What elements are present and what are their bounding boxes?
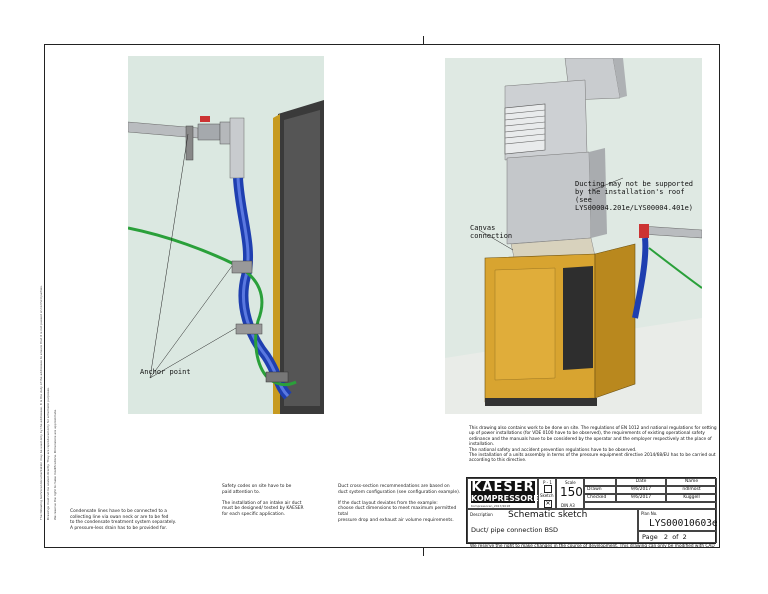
- louvre-slats: [504, 109, 546, 145]
- sheet-center-mark-top: [423, 36, 424, 44]
- pipe-bracket: [185, 125, 194, 161]
- scale-cell: Scale 150 DIN A3: [556, 478, 584, 509]
- compressor-base: [485, 398, 597, 406]
- canvas-connection-label: Canvas connection: [470, 224, 513, 240]
- logo-subtext: Kompressoren_2017/2018: [471, 504, 511, 508]
- plan-no-label: Plan No.: [641, 511, 658, 516]
- canvas-leader: [478, 229, 514, 251]
- drawn-label: Drawn: [584, 486, 616, 494]
- company-logo: KAESER KOMPRESSOREN Kompressoren_2017/20…: [467, 478, 546, 509]
- grid-spacer: [584, 502, 717, 509]
- description-cell: Description Schematic sketch Duct/ pipe …: [467, 509, 638, 543]
- bottom-connector: [265, 371, 289, 383]
- condensate-note: Condensate lines have to be connected to…: [70, 509, 177, 531]
- hose-clamp-lower: [235, 323, 263, 335]
- plan-number-cell: Plan No. LYS00010603e: [638, 509, 718, 531]
- drawing-sheet-frame: [44, 44, 720, 548]
- safety-note: Safety codes on site have to be paid att…: [222, 484, 304, 517]
- checked-label: Checked: [584, 494, 616, 502]
- legal-text-2: Drawings must not be scaled directly. Th…: [46, 387, 50, 520]
- checked-date: 9/6/2017: [616, 494, 666, 502]
- vertical-duct-side: [589, 148, 607, 238]
- pipe-connection-illustration: [128, 56, 324, 414]
- legal-text-1: The following technical documentation ma…: [39, 285, 43, 520]
- compressor-door: [494, 267, 556, 381]
- reserve-rights-note: We reserve the right to make changes in …: [470, 544, 715, 549]
- grid-blank: [584, 478, 616, 486]
- date-header: Date: [616, 478, 666, 486]
- sketch-cell: P - 1 Sketch ✕: [538, 478, 556, 509]
- notice-paragraph-1: This drawing also contains work to be do…: [469, 426, 717, 448]
- sketch-checkbox-checked: ✕: [544, 500, 552, 508]
- right-green-line: [648, 247, 702, 289]
- paper-size: DIN A3: [561, 503, 575, 508]
- anchor-leader-2: [149, 265, 233, 379]
- hose-clamp-upper: [231, 260, 253, 274]
- duct-note: Duct cross-section recommendations are b…: [338, 484, 461, 523]
- unit-housing-edge: [273, 114, 280, 414]
- page-indicator: Page 2 of 2: [638, 531, 717, 543]
- logo-kompressoren: KOMPRESSOREN: [471, 494, 546, 503]
- unit-housing-panel: [284, 110, 320, 406]
- valve-handle: [200, 116, 210, 122]
- plan-number: LYS00010603e: [649, 518, 718, 529]
- drawing-subtitle: Duct/ pipe connection BSD: [471, 526, 558, 534]
- drawn-date: 9/6/2017: [616, 486, 666, 494]
- notice-paragraph-2: The national safety and accident prevent…: [469, 447, 637, 453]
- logo-kaeser: KAESER: [471, 480, 535, 495]
- title-block: KAESER KOMPRESSOREN Kompressoren_2017/20…: [466, 477, 718, 544]
- legal-text-3: We reserve the right to make modificatio…: [53, 408, 57, 520]
- p1-label: P - 1: [543, 480, 552, 485]
- duct-connection-illustration: [445, 58, 702, 414]
- anchor-leader-1: [149, 133, 189, 379]
- drawing-title: Schematic sketch: [508, 510, 588, 520]
- right-valve: [639, 224, 649, 238]
- scale-label: Scale: [565, 480, 576, 485]
- anchor-point-label: Anchor point: [140, 368, 191, 376]
- legal-strip: The following technical documentation ma…: [38, 60, 64, 520]
- p1-checkbox: [544, 485, 552, 493]
- checked-name: Kuggell: [666, 494, 717, 502]
- ball-valve: [197, 123, 221, 141]
- compressor-vent-panel: [563, 266, 593, 370]
- notice-paragraph-3: The installation of a units assembly in …: [469, 453, 716, 464]
- scale-value: 150: [560, 485, 583, 499]
- ducting-leader: [592, 177, 624, 191]
- description-label: Description: [470, 512, 493, 517]
- sketch-label: Sketch: [540, 493, 554, 498]
- vertical-pipe: [229, 117, 245, 179]
- top-duct-side: [613, 58, 627, 98]
- installation-notice: This drawing also contains work to be do…: [469, 426, 717, 464]
- name-header: Name: [666, 478, 717, 486]
- drawn-name: ndlmost: [666, 486, 717, 494]
- sheet-center-mark-bottom: [423, 548, 424, 556]
- anchor-leader-3: [149, 327, 237, 379]
- right-blue-hose: [632, 237, 649, 319]
- ducting-support-note: Ducting may not be supported by the inst…: [575, 180, 694, 212]
- compressor-side: [594, 243, 636, 399]
- louvre-grille: [504, 103, 546, 155]
